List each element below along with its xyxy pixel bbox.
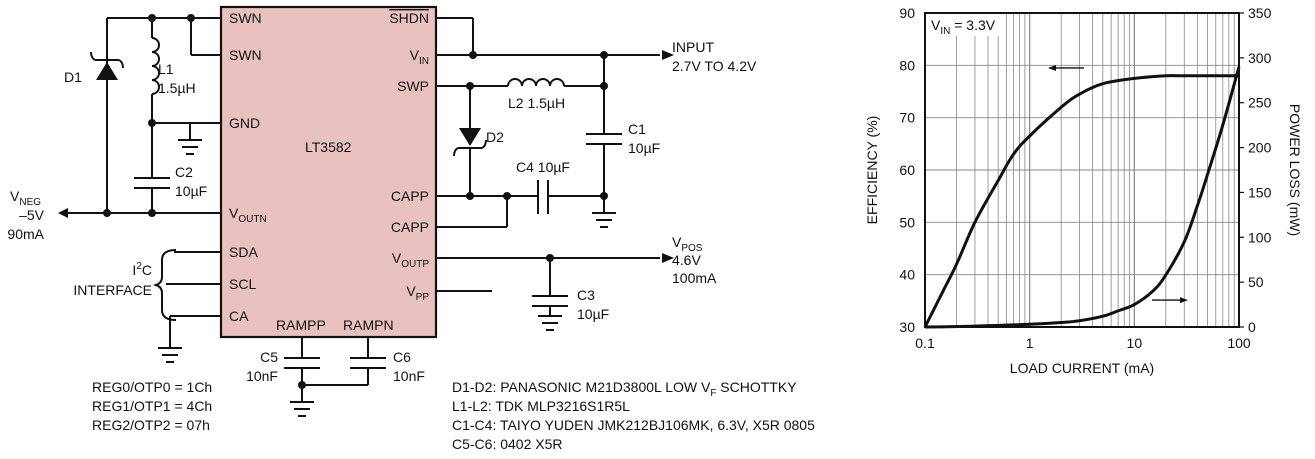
pin-scl: SCL <box>229 276 256 292</box>
label-vneg-current: 90mA <box>7 226 44 242</box>
label-c2-name: C2 <box>175 164 193 180</box>
x-tick-label: 0.1 <box>915 335 935 351</box>
ic-body <box>219 5 438 339</box>
bom-line-inductors: L1-L2: TDK MLP3216S1R5L <box>452 398 630 414</box>
y-axis-title: EFFICIENCY (%) <box>864 116 880 225</box>
pin-capp-1: CAPP <box>391 188 429 204</box>
x-tick-label: 10 <box>1127 335 1143 351</box>
efficiency-curve <box>923 74 1239 328</box>
efficiency-arrowhead <box>1048 64 1056 71</box>
pin-swn-2: SWN <box>229 47 262 63</box>
plot-frame <box>924 12 1240 328</box>
label-input: INPUT <box>672 39 714 55</box>
y2-axis-title: POWER LOSS (mW) <box>1287 104 1303 236</box>
label-input-range: 2.7V TO 4.2V <box>672 58 757 74</box>
junction-dots <box>103 14 608 389</box>
label-c5-name: C5 <box>260 349 278 365</box>
y2-axis-ticks: 0 50 100 150 200 250 300 350 <box>1239 5 1272 335</box>
pin-voutp: VOUTP <box>392 250 429 270</box>
label-c6-name: C6 <box>393 349 411 365</box>
y-tick-label: 60 <box>899 162 915 178</box>
y-tick-label: 40 <box>899 267 915 283</box>
power-loss-arrowhead <box>1180 297 1188 304</box>
y-tick-label: 50 <box>899 214 915 230</box>
ic-name-label: LT3582 <box>305 139 352 155</box>
y-tick-label: 80 <box>899 57 915 73</box>
power-loss-curve <box>924 66 1241 329</box>
chart-grid <box>925 13 1239 327</box>
pin-ca: CA <box>229 308 249 324</box>
label-c1-value: 10µF <box>628 140 660 156</box>
label-d1: D1 <box>64 69 82 85</box>
ground-symbol-c1 <box>592 212 616 228</box>
pin-vpp: VPP <box>406 283 429 303</box>
bom-line-small-caps: C5-C6: 0402 X5R <box>452 436 563 452</box>
pin-rampp: RAMPP <box>276 317 326 333</box>
label-c5-value: 10nF <box>246 368 278 384</box>
y-tick-label: 70 <box>899 110 915 126</box>
ground-symbol-ca <box>158 347 182 363</box>
y-tick-label: 30 <box>899 319 915 335</box>
label-l2: L2 1.5µH <box>508 95 565 111</box>
label-c2-value: 10µF <box>175 183 207 199</box>
y2-tick-label: 300 <box>1248 50 1272 66</box>
label-interface: INTERFACE <box>73 282 152 298</box>
label-c6-value: 10nF <box>393 368 425 384</box>
label-c4: C4 10µF <box>516 159 570 175</box>
efficiency-chart: 30 40 50 60 70 80 90 0 50 100 150 200 250 300 350 0.1… <box>864 5 1303 376</box>
y-axis-ticks: 30 40 50 60 70 80 90 <box>899 5 915 335</box>
register-line-1: REG1/OTP1 = 4Ch <box>92 398 212 414</box>
pin-sda: SDA <box>229 244 258 260</box>
y2-tick-label: 150 <box>1248 184 1272 200</box>
annotation-bg <box>928 14 1003 36</box>
label-i2c: I2C <box>132 261 152 278</box>
label-vpos-current: 100mA <box>672 270 717 286</box>
pin-capp-2: CAPP <box>391 219 429 235</box>
annotation-vin: VIN = 3.3V <box>931 17 996 37</box>
pin-swp: SWP <box>397 78 429 94</box>
register-line-2: REG2/OTP2 = 07h <box>92 417 210 433</box>
ground-symbol-c3 <box>538 315 562 331</box>
register-line-0: REG0/OTP0 = 1Ch <box>92 379 212 395</box>
label-l1-value: 1.5µH <box>158 80 196 96</box>
y2-tick-label: 0 <box>1248 319 1256 335</box>
bom-line-diodes: D1-D2: PANASONIC M21D3800L LOW VF SCHOTT… <box>452 379 797 399</box>
diode-d1 <box>96 62 118 80</box>
label-vpos: VPOS <box>672 234 703 254</box>
ground-symbol-gnd <box>178 139 202 155</box>
x-tick-label: 1 <box>1026 335 1034 351</box>
y2-tick-label: 350 <box>1248 5 1272 21</box>
y2-tick-label: 250 <box>1248 95 1272 111</box>
x-axis-title: LOAD CURRENT (mA) <box>1010 360 1154 376</box>
series-group <box>923 64 1241 329</box>
label-d2: D2 <box>486 129 504 145</box>
pin-shdn: SHDN <box>389 10 429 26</box>
y2-tick-label: 200 <box>1248 140 1272 156</box>
pin-rampn: RAMPN <box>343 317 394 333</box>
pin-voutn: VOUTN <box>229 205 267 225</box>
pin-swn-1: SWN <box>229 10 262 26</box>
schematic <box>58 5 674 417</box>
label-vpos-voltage: 4.6V <box>672 252 701 268</box>
y2-tick-label: 100 <box>1248 229 1272 245</box>
label-vneg-voltage: –5V <box>19 207 45 223</box>
y2-tick-label: 50 <box>1248 274 1264 290</box>
x-tick-label: 100 <box>1227 335 1251 351</box>
x-axis-ticks: 0.1 1 10 100 <box>915 335 1251 351</box>
pin-gnd: GND <box>229 115 260 131</box>
label-c1-name: C1 <box>628 121 646 137</box>
ground-symbol-ramp <box>290 401 314 417</box>
label-c3-value: 10µF <box>577 306 609 322</box>
label-l1-name: L1 <box>158 61 174 77</box>
label-vneg: VNEG <box>10 188 41 208</box>
diode-d2 <box>459 128 481 146</box>
pin-vin: VIN <box>410 47 429 67</box>
y-tick-label: 90 <box>899 5 915 21</box>
label-c3-name: C3 <box>577 287 595 303</box>
bom-line-caps: C1-C4: TAIYO YUDEN JMK212BJ106MK, 6.3V, … <box>452 417 815 433</box>
